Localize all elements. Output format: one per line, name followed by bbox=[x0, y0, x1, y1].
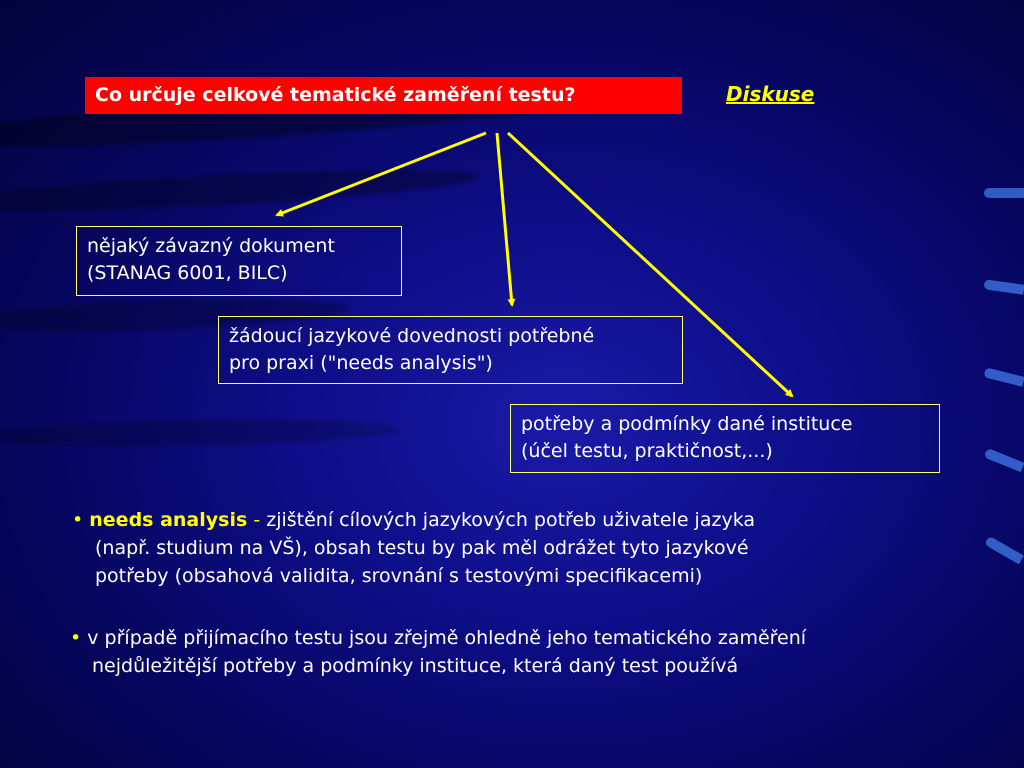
arrow-to-document bbox=[275, 131, 487, 217]
box-line: (účel testu, praktičnost,...) bbox=[521, 440, 773, 462]
box-line: žádoucí jazykové dovednosti potřebné bbox=[229, 325, 595, 347]
bullet-needs-analysis: • needs analysis - zjištění cílových jaz… bbox=[72, 506, 972, 590]
skills-box: žádoucí jazykové dovednosti potřebné pro… bbox=[218, 316, 683, 384]
institution-box: potřeby a podmínky dané instituce (účel … bbox=[510, 404, 940, 473]
bullet-admission-test: • v případě přijímacího testu jsou zřejm… bbox=[70, 624, 1000, 680]
box-line: potřeby a podmínky dané instituce bbox=[521, 413, 853, 435]
diskuse-link[interactable]: Diskuse bbox=[726, 82, 815, 106]
box-line: pro praxi ("needs analysis") bbox=[229, 352, 493, 374]
bullet-text: nejdůležitější potřeby a podmínky instit… bbox=[92, 655, 739, 677]
bullet-text: potřeby (obsahová validita, srovnání s t… bbox=[95, 565, 703, 587]
box-line: (STANAG 6001, BILC) bbox=[87, 262, 288, 284]
bullet-text: zjištění cílových jazykových potřeb uživ… bbox=[266, 509, 756, 531]
bullet-term: needs analysis bbox=[89, 509, 248, 531]
bullet-dot: • bbox=[70, 627, 82, 649]
background-wave bbox=[984, 188, 1024, 198]
bullet-separator: - bbox=[247, 509, 267, 531]
document-box: nějaký závazný dokument (STANAG 6001, BI… bbox=[76, 226, 402, 296]
bullet-dot: • bbox=[72, 509, 84, 531]
box-line: nějaký závazný dokument bbox=[87, 235, 335, 257]
bullet-text: (např. studium na VŠ), obsah testu by pa… bbox=[95, 537, 749, 559]
question-title: Co určuje celkové tematické zaměření tes… bbox=[85, 77, 682, 114]
arrow-to-skills bbox=[495, 132, 516, 307]
bullet-text: v případě přijímacího testu jsou zřejmě … bbox=[87, 627, 807, 649]
arrow-to-institution bbox=[506, 131, 794, 398]
